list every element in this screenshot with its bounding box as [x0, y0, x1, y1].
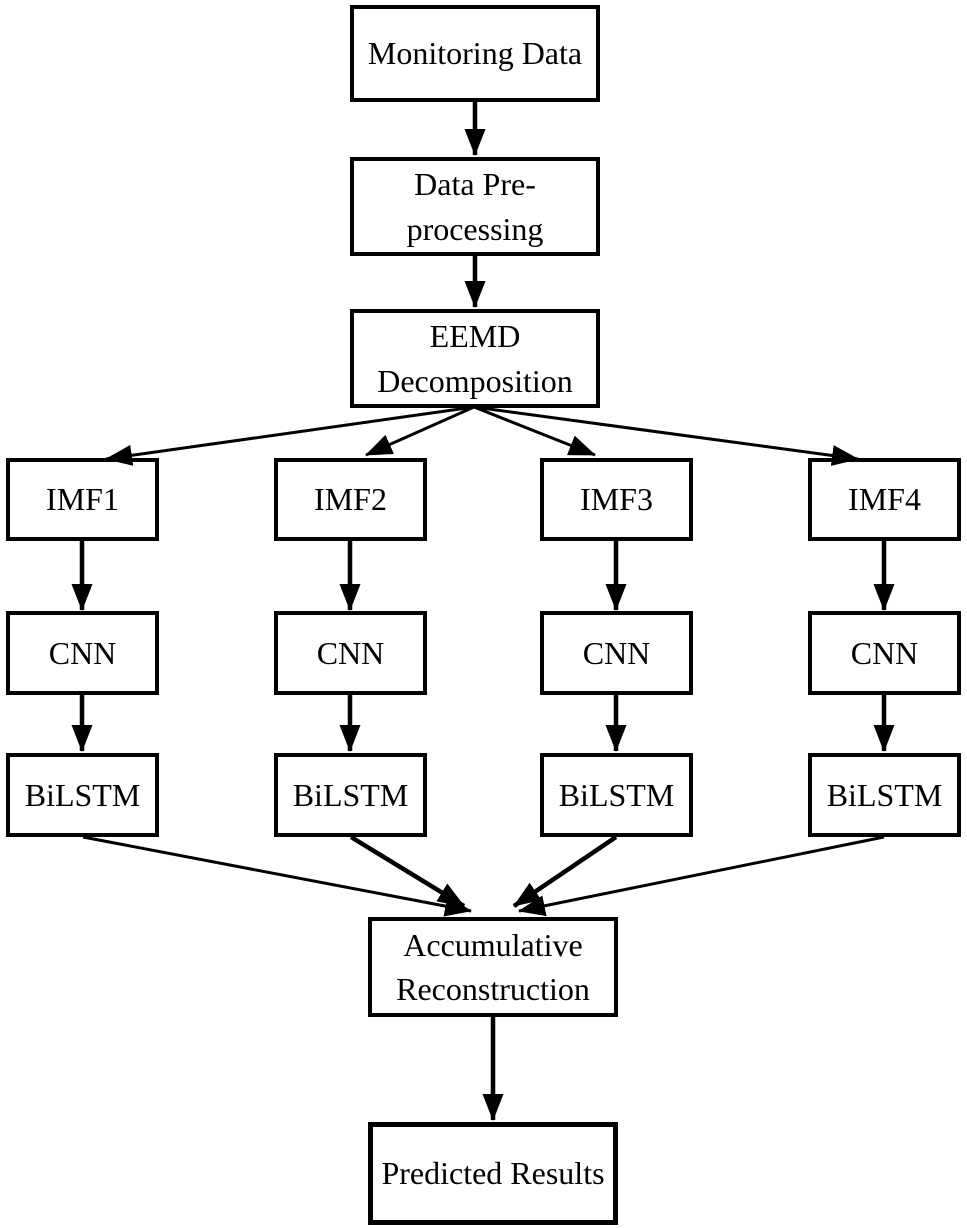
node-cnn-4-label: CNN	[850, 634, 919, 671]
node-accumulative-reconstruction-label: Accumulative Reconstruction	[396, 926, 590, 1007]
node-imf4-label: IMF4	[848, 481, 921, 518]
edge-eemd-to-imf4	[473, 405, 859, 466]
edge-bilstm2-to-accumulative	[349, 835, 466, 908]
node-imf3: IMF3	[540, 458, 693, 541]
edge-bilstm1-to-accumulative	[82, 835, 472, 917]
node-bilstm-4: BiLSTM	[808, 753, 961, 837]
node-imf1-label: IMF1	[46, 481, 119, 518]
node-cnn-3: CNN	[540, 611, 693, 695]
node-bilstm-2: BiLSTM	[274, 753, 427, 837]
edge-eemd-to-imf1	[105, 405, 475, 466]
node-monitoring-data-label: Monitoring Data	[367, 35, 583, 72]
node-bilstm-1: BiLSTM	[6, 753, 159, 837]
node-imf4: IMF4	[808, 458, 961, 541]
node-cnn-4: CNN	[808, 611, 961, 695]
node-cnn-1: CNN	[6, 611, 159, 695]
node-bilstm-1-label: BiLSTM	[24, 776, 141, 813]
node-imf3-label: IMF3	[580, 481, 653, 518]
node-eemd-decomposition: EEMD Decomposition	[350, 309, 600, 408]
edge-bilstm4-to-accumulative	[518, 835, 885, 917]
node-accumulative-reconstruction: Accumulative Reconstruction	[368, 917, 618, 1017]
node-imf2: IMF2	[274, 458, 427, 541]
node-imf1: IMF1	[6, 458, 159, 541]
node-eemd-decomposition-label: EEMD Decomposition	[377, 318, 573, 399]
node-predicted-results-label: Predicted Results	[381, 1155, 605, 1192]
node-data-preprocessing-label: Data Pre-processing	[406, 166, 544, 247]
node-cnn-3-label: CNN	[582, 634, 651, 671]
edge-eemd-to-imf3	[473, 405, 596, 457]
node-imf2-label: IMF2	[314, 481, 387, 518]
edge-bilstm3-to-accumulative	[512, 835, 618, 908]
node-cnn-2: CNN	[274, 611, 427, 695]
node-bilstm-3-label: BiLSTM	[558, 776, 675, 813]
node-data-preprocessing: Data Pre-processing	[350, 157, 600, 256]
node-bilstm-2-label: BiLSTM	[292, 776, 409, 813]
node-bilstm-3: BiLSTM	[540, 753, 693, 837]
node-bilstm-4-label: BiLSTM	[826, 776, 943, 813]
node-monitoring-data: Monitoring Data	[350, 5, 600, 102]
edge-eemd-to-imf2	[365, 405, 475, 457]
node-cnn-1-label: CNN	[48, 634, 117, 671]
node-predicted-results: Predicted Results	[368, 1122, 618, 1225]
node-cnn-2-label: CNN	[316, 634, 385, 671]
